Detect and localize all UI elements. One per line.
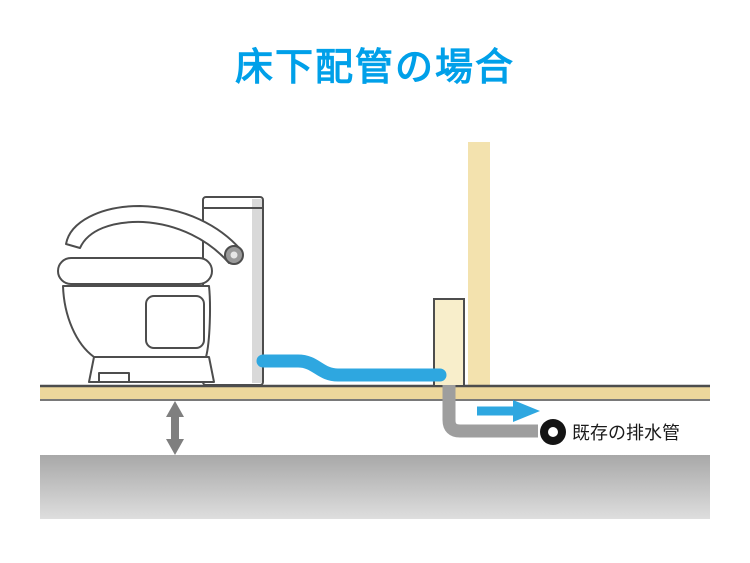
flow-arrow-head [513, 400, 540, 422]
clearance-arrow-down [166, 439, 184, 455]
clearance-arrow-shaft [171, 415, 179, 441]
wall [468, 142, 490, 386]
toilet-illustration [57, 196, 264, 386]
clearance-arrow-up [166, 401, 184, 417]
floor [40, 387, 710, 399]
toilet-foot [98, 372, 130, 383]
gray-drain-pipe [442, 385, 538, 438]
toilet-handle-pivot-center [230, 251, 238, 259]
existing-drain-label: 既存の排水管 [572, 423, 680, 443]
clearance-double-arrow-icon [166, 401, 184, 455]
toilet-seat [57, 257, 213, 285]
toilet-front-panel [145, 295, 205, 349]
page-title: 床下配管の場合 [234, 47, 515, 89]
toilet-tank-shade [252, 199, 262, 383]
blue-drain-hose [256, 354, 447, 382]
underfloor-ground [40, 455, 710, 519]
drain-outlet-hole [548, 427, 558, 437]
